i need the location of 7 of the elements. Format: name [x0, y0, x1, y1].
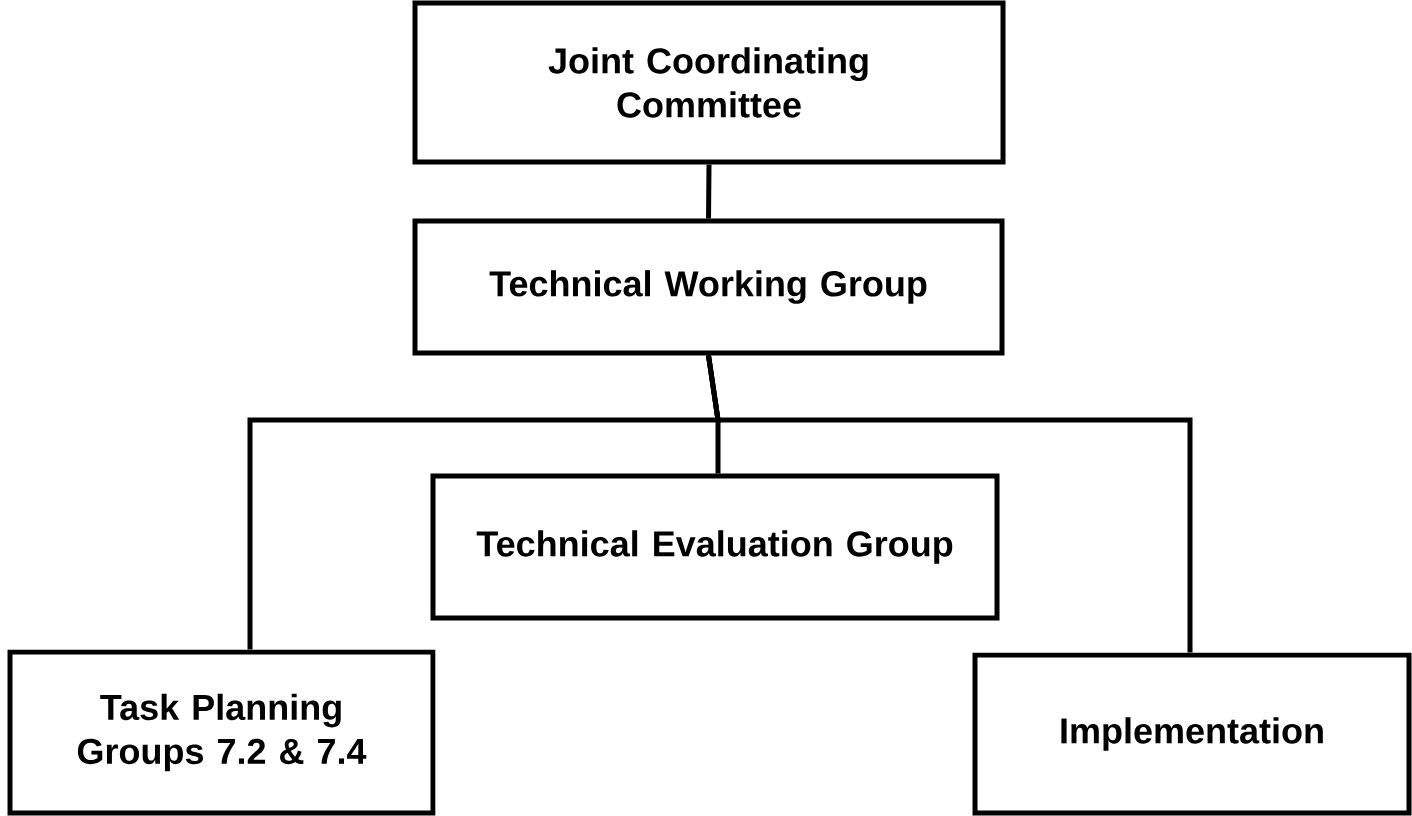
org-box: Joint Coordinating Committee [412, 0, 1006, 165]
org-box: Task Planning Groups 7.2 & 7.4 [7, 649, 436, 816]
connector-line [706, 355, 1193, 653]
org-box: Technical Evaluation Group [430, 473, 1000, 621]
org-box: Technical Working Group [412, 218, 1005, 356]
org-box: Implementation [972, 652, 1412, 816]
connector-line [706, 164, 712, 219]
